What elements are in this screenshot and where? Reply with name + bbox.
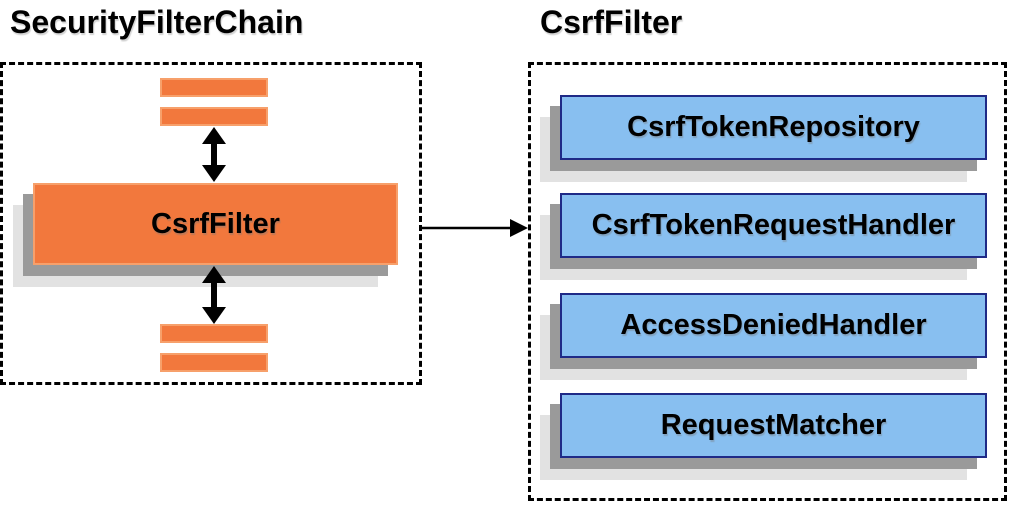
csrf-token-request-handler-box: CsrfTokenRequestHandler <box>560 193 987 258</box>
request-matcher-box: RequestMatcher <box>560 393 987 458</box>
security-filter-chain-container <box>0 62 422 385</box>
csrf-filter-box-label: CsrfFilter <box>151 207 280 240</box>
filter-placeholder-bar-bottom-1 <box>160 324 268 343</box>
right-arrow-icon <box>422 219 528 237</box>
bidirectional-arrow-bottom-icon <box>202 266 226 324</box>
security-filter-chain-title: SecurityFilterChain <box>10 4 304 40</box>
access-denied-handler-box: AccessDeniedHandler <box>560 293 987 358</box>
csrf-token-repository-box: CsrfTokenRepository <box>560 95 987 160</box>
access-denied-handler-label: AccessDeniedHandler <box>620 309 927 341</box>
bidirectional-arrow-top-icon <box>202 127 226 182</box>
csrf-filter-box: CsrfFilter <box>33 183 398 265</box>
csrf-filter-title: CsrfFilter <box>540 4 683 40</box>
filter-placeholder-bar-top-2 <box>160 107 268 126</box>
csrf-filter-container <box>528 62 1007 501</box>
filter-placeholder-bar-top-1 <box>160 78 268 97</box>
csrf-token-repository-label: CsrfTokenRepository <box>627 111 920 143</box>
filter-placeholder-bar-bottom-2 <box>160 353 268 372</box>
csrf-token-request-handler-label: CsrfTokenRequestHandler <box>591 209 956 241</box>
request-matcher-label: RequestMatcher <box>660 409 887 441</box>
